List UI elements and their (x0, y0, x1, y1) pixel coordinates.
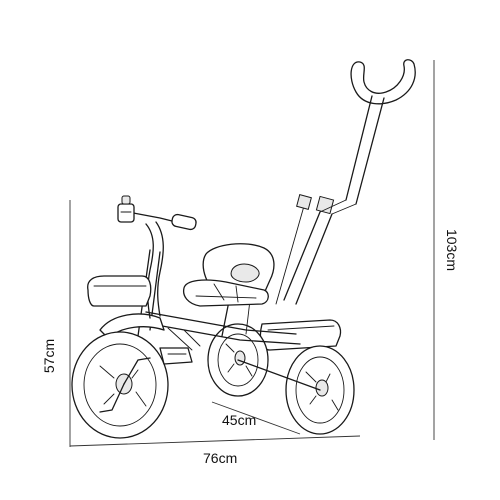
steering-column (145, 223, 154, 319)
rear-axle (237, 359, 321, 391)
push-handle-grip (350, 59, 416, 105)
width-45-dimension-line (211, 401, 301, 435)
push-handle (275, 59, 416, 305)
frame-lower-tube (139, 321, 301, 345)
push-shaft-upper-right (355, 97, 385, 205)
rear-wheel-left-hub (234, 350, 246, 366)
push-shaft-collar (315, 195, 335, 215)
seat (182, 243, 275, 307)
seat-cushion (182, 279, 269, 307)
steering (117, 195, 197, 319)
front-tray (87, 275, 152, 307)
seat-belt (213, 283, 239, 303)
push-shaft-rear (275, 205, 305, 305)
seat-back-hole (230, 263, 260, 283)
front-handlebar (127, 211, 177, 223)
push-shaft-upper-left (345, 95, 373, 201)
front-wheel (71, 331, 169, 439)
push-shaft-rear-collar (296, 194, 312, 210)
front-handlebar-grip (171, 213, 197, 231)
height-57-label: 57cm (41, 339, 57, 373)
height-103-label: 103cm (444, 229, 460, 271)
push-shaft-lower-right (295, 213, 333, 305)
width-76-dimension-line (69, 435, 361, 447)
front-pedal-left (99, 383, 125, 413)
footrest (159, 347, 193, 365)
push-shaft-lower-left (283, 211, 321, 301)
width-45-label: 45cm (222, 412, 256, 428)
front-tray-body (87, 275, 152, 307)
width-76-label: 76cm (203, 450, 237, 466)
rear-basket-body (259, 319, 342, 351)
footrest-plate (159, 347, 193, 365)
front-pedal-right (123, 357, 151, 385)
bell-icon (117, 195, 135, 223)
rear-basket (259, 319, 342, 351)
